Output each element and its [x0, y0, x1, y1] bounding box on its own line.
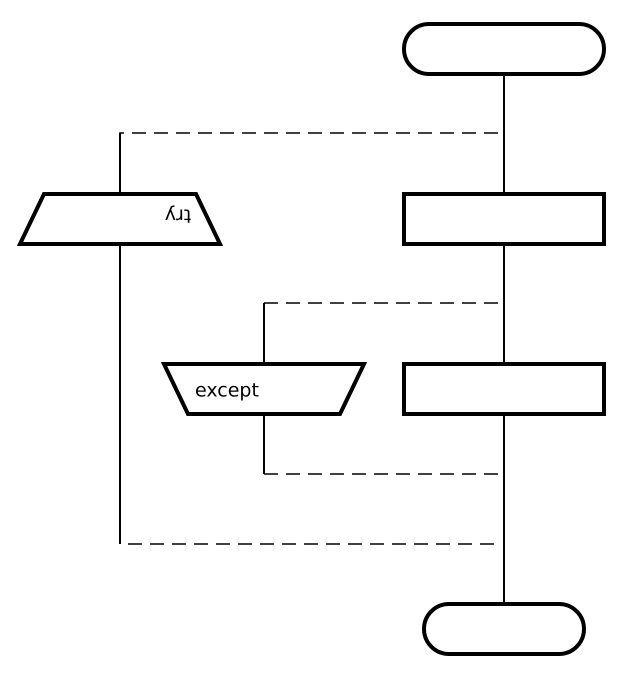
except-process-box [402, 362, 606, 416]
try-bracket-top [119, 132, 498, 194]
end-terminal [422, 602, 586, 656]
try-process-box [402, 192, 606, 246]
try-label: try [165, 205, 192, 227]
except-label: except [195, 380, 259, 402]
start-terminal [402, 22, 606, 76]
try-trapezoid [16, 192, 224, 246]
except-trapezoid [160, 362, 368, 416]
